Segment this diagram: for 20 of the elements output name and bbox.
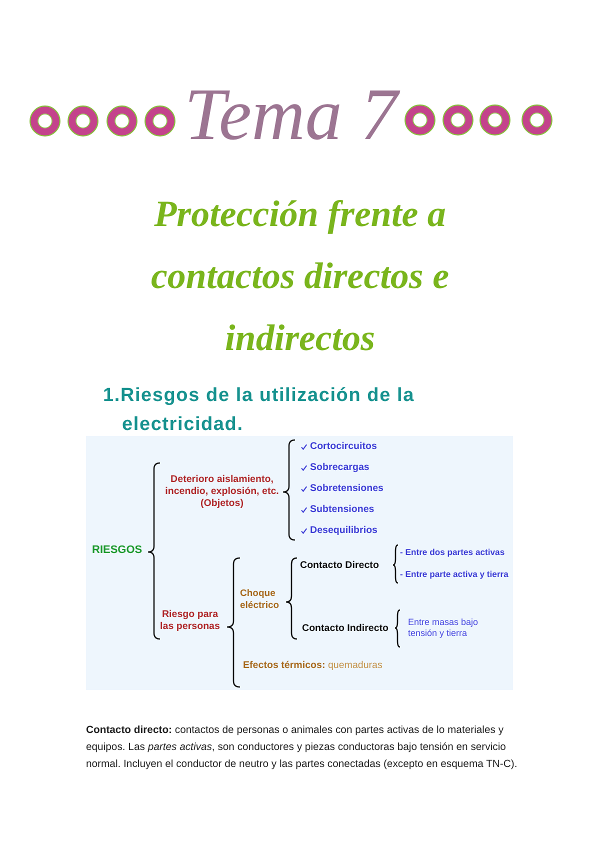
page-title: Tema 7: [179, 80, 403, 150]
risk-item: Subtensiones: [310, 504, 374, 516]
subcategory-label: Efectos térmicos: quemaduras: [243, 660, 382, 672]
risk-item: Sobretensiones: [310, 483, 384, 495]
subtitle: Protección frente a contactos directos e indirectos: [150, 193, 450, 361]
risk-item: Sobrecargas: [310, 462, 370, 474]
risk-item: Desequilibrios: [310, 525, 378, 537]
root-label: RIESGOS: [92, 544, 142, 556]
contact-type-label: Contacto Directo: [300, 560, 379, 572]
note-paragraph: Contacto directo: contactos de personas o animales con partes activas de lo materiales y equipos. Las partes activas, son conductores y piezas conductoras bajo tensión en servicio normal. Incluyen el conductor de neutro y las partes conectadas (excepto en esquema TN-C).: [86, 724, 518, 772]
detail-item: Entre masas bajo tensión y tierra: [408, 617, 480, 639]
detail-item: - Entre parte activa y tierra: [400, 568, 508, 580]
diagram-panel: [86, 436, 513, 690]
subcategory-label: Choque eléctrico: [240, 588, 280, 612]
risk-item: Cortocircuitos: [310, 441, 377, 453]
category-label: Riesgo para las personas: [159, 609, 221, 633]
contact-type-label: Contacto Indirecto: [302, 623, 389, 635]
category-label: Deterioro aislamiento, incendio, explosión, etc. (Objetos): [164, 474, 280, 510]
detail-item: - Entre dos partes activas: [400, 546, 505, 558]
section-heading: 1.Riesgos de la utilización de la electricidad.: [103, 384, 416, 437]
